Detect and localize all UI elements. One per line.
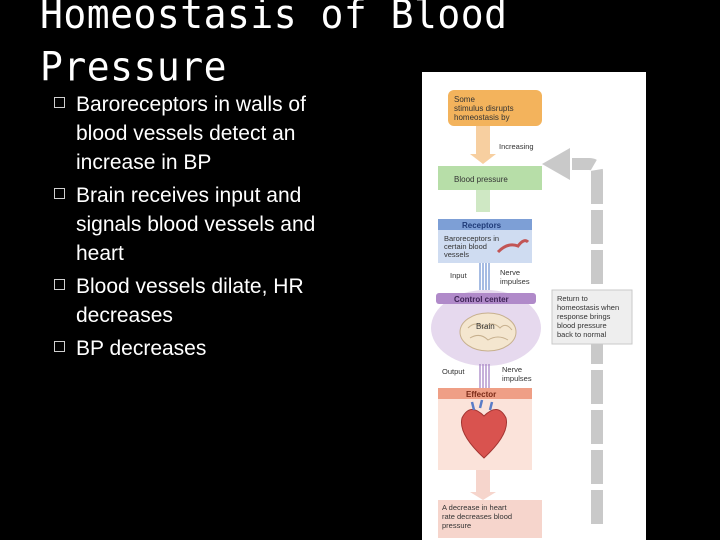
input-arrow xyxy=(479,263,490,290)
bullet-text: Baroreceptors in walls of blood vessels … xyxy=(76,93,306,174)
bullet-item: Baroreceptors in walls of blood vessels … xyxy=(52,90,362,177)
output-label: Output xyxy=(442,367,465,376)
bullet-box-icon xyxy=(54,279,65,290)
effector-header-text: Effector xyxy=(466,390,496,399)
bullet-text: Brain receives input and signals blood v… xyxy=(76,184,316,265)
heart-vessels xyxy=(470,399,494,411)
bullet-text: BP decreases xyxy=(76,337,207,360)
receptors-header-text: Receptors xyxy=(462,221,502,230)
bullet-text: Blood vessels dilate, HR decreases xyxy=(76,275,304,327)
variable-text: Blood pressure xyxy=(454,175,508,184)
flow-arrowhead xyxy=(470,492,496,500)
flow-arrow-shaft xyxy=(476,190,490,212)
flow-arrowhead xyxy=(470,154,496,164)
control-center-header-text: Control center xyxy=(454,295,509,304)
output-arrow xyxy=(479,364,490,388)
bullet-list: Baroreceptors in walls of blood vessels … xyxy=(52,90,362,367)
variable-box xyxy=(438,166,542,190)
slide-title-line-1: Homeostasis of Blood xyxy=(40,0,508,38)
receptors-header xyxy=(438,219,532,230)
return-arrowhead xyxy=(542,148,570,180)
stimulus-box xyxy=(448,90,542,126)
bullet-item: BP decreases xyxy=(52,334,362,363)
bullet-item: Brain receives input and signals blood v… xyxy=(52,181,362,268)
bullet-item: Blood vessels dilate, HR decreases xyxy=(52,272,362,330)
bullet-box-icon xyxy=(54,97,65,108)
slide-title-line-2: Pressure xyxy=(40,43,228,90)
brain-icon xyxy=(459,312,517,352)
return-box xyxy=(551,289,633,345)
blood-vessel-icon xyxy=(496,239,530,254)
result-box xyxy=(438,500,542,538)
increasing-label: Increasing xyxy=(499,142,534,151)
slide-title: Homeostasis of Blood Pressure xyxy=(40,0,720,93)
bullet-box-icon xyxy=(54,188,65,199)
effector-header xyxy=(438,388,532,399)
heart-icon xyxy=(460,409,508,459)
brain-folds xyxy=(467,323,513,341)
control-center-header xyxy=(436,293,536,304)
brain-label: Brain xyxy=(476,322,495,331)
flow-arrow-shaft xyxy=(476,470,490,494)
return-loop-arrow xyxy=(572,158,603,524)
input-label: Input xyxy=(450,271,468,280)
bullet-box-icon xyxy=(54,341,65,352)
flow-arrow-shaft xyxy=(476,126,490,154)
